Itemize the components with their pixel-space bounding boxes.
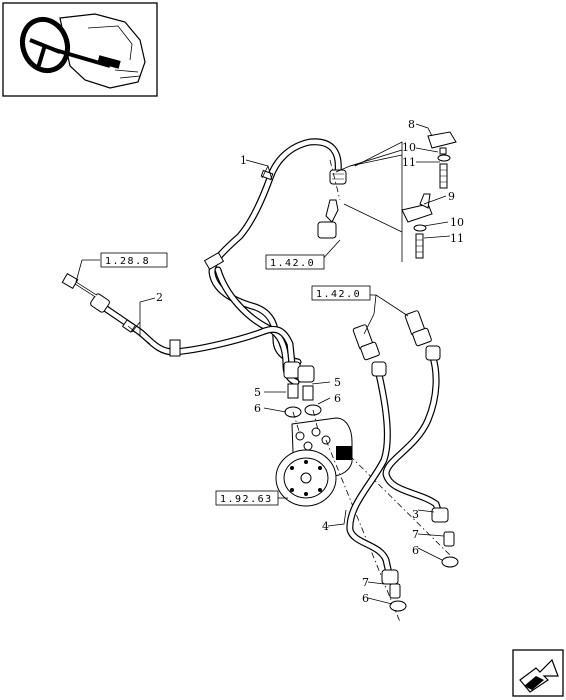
pipe-2 [61,272,296,368]
callout-5a: 5 [254,386,261,399]
ref-1-28-8: 1.28.8 [105,256,150,267]
ref-1-42-0-right: 1.42.0 [316,289,361,300]
ref-box-1-42-0-right[interactable]: 1.42.0 [311,285,371,301]
pipe-4 [346,361,399,585]
next-page-button[interactable] [512,649,564,697]
fittings-lower [389,531,459,612]
ref-box-1-28-8[interactable]: 1.28.8 [100,252,168,268]
steering-valve [275,417,353,507]
fittings-left [283,361,322,418]
callout-7b: 7 [362,576,369,589]
bracket-group-9 [401,193,433,259]
thumbnail[interactable] [2,2,158,97]
callout-5b: 5 [334,376,341,389]
callouts: 1 2 3 4 5 5 6 6 6 6 7 7 8 9 10 10 11 11 [156,118,464,605]
ref-1-42-0-top: 1.42.0 [270,258,315,269]
connector-upper [317,199,432,361]
callout-4: 4 [322,520,329,533]
ref-box-1-42-0-top[interactable]: 1.42.0 [265,254,325,270]
bracket-group-8 [427,131,457,189]
callout-6d: 6 [362,592,369,605]
steering-wheel-icon [19,13,146,89]
callout-10a: 10 [402,141,416,154]
callout-11a: 11 [402,156,416,169]
callout-1: 1 [240,154,247,167]
callout-2: 2 [156,291,163,304]
callout-9: 9 [448,190,455,203]
callout-3: 3 [412,508,419,521]
callout-10b: 10 [450,216,464,229]
callout-6a: 6 [254,402,261,415]
ref-box-1-92-63[interactable]: 1.92.63 [215,490,279,506]
callout-11b: 11 [450,232,464,245]
callout-6c: 6 [412,544,419,557]
callout-7a: 7 [412,528,419,541]
next-page-arrow-icon [519,658,559,693]
ref-1-92-63: 1.92.63 [220,494,273,505]
pipe-3 [382,345,449,523]
callout-6b: 6 [334,392,341,405]
callout-8: 8 [408,118,415,131]
